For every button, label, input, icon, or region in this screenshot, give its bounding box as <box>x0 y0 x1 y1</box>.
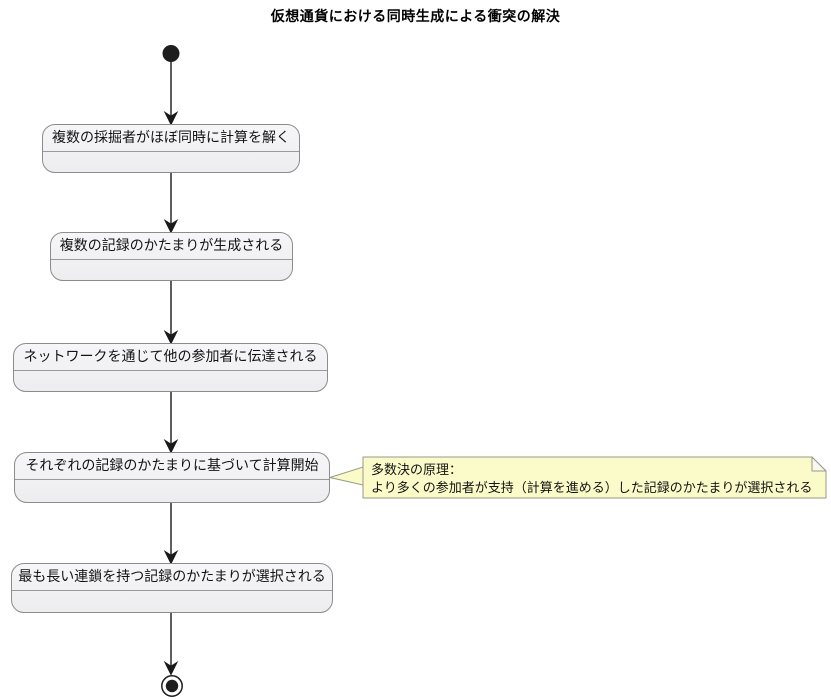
arrowhead-icon <box>163 439 179 454</box>
activity-label: それぞれの記録のかたまりに基づいて計算開始 <box>25 457 319 473</box>
activity-node-2: 複数の記録のかたまりが生成される <box>50 232 293 281</box>
note-line-1: 多数決の原理： <box>371 462 463 477</box>
arrowhead-icon <box>163 330 179 345</box>
activity-divider <box>12 590 332 612</box>
activity-divider <box>14 370 327 391</box>
note-line-2: より多くの参加者が支持（計算を進める）した記録のかたまりが選択される <box>371 479 813 495</box>
note-connector <box>328 466 364 486</box>
activity-node-4: それぞれの記録のかたまりに基づいて計算開始 <box>14 452 330 503</box>
activity-divider <box>43 151 299 172</box>
activity-label: 複数の記録のかたまりが生成される <box>59 237 284 253</box>
activity-node-5: 最も長い連鎖を持つ記録のかたまりが選択される <box>11 563 333 613</box>
note-fold-icon <box>811 456 827 472</box>
note-shape <box>362 456 827 499</box>
diagram-title: 仮想通貨における同時生成による衝突の解決 <box>270 8 561 24</box>
activity-label: 最も長い連鎖を持つ記録のかたまりが選択される <box>18 568 326 584</box>
activity-node-1: 複数の採掘者がほぼ同時に計算を解く <box>42 124 300 173</box>
start-node <box>162 45 180 62</box>
arrowhead-icon <box>163 219 179 234</box>
arrowhead-icon <box>163 550 179 565</box>
arrowhead-icon <box>163 111 179 126</box>
activity-divider <box>51 259 292 280</box>
activity-divider <box>15 479 329 502</box>
activity-node-3: ネットワークを通じて他の参加者に伝達される <box>13 343 328 392</box>
activity-label: 複数の採掘者がほぼ同時に計算を解く <box>52 129 290 145</box>
activity-label: ネットワークを通じて他の参加者に伝達される <box>23 348 318 364</box>
end-node <box>165 679 179 693</box>
note: 多数決の原理： より多くの参加者が支持（計算を進める）した記録のかたまりが選択さ… <box>371 461 821 496</box>
arrowhead-icon <box>163 661 179 676</box>
